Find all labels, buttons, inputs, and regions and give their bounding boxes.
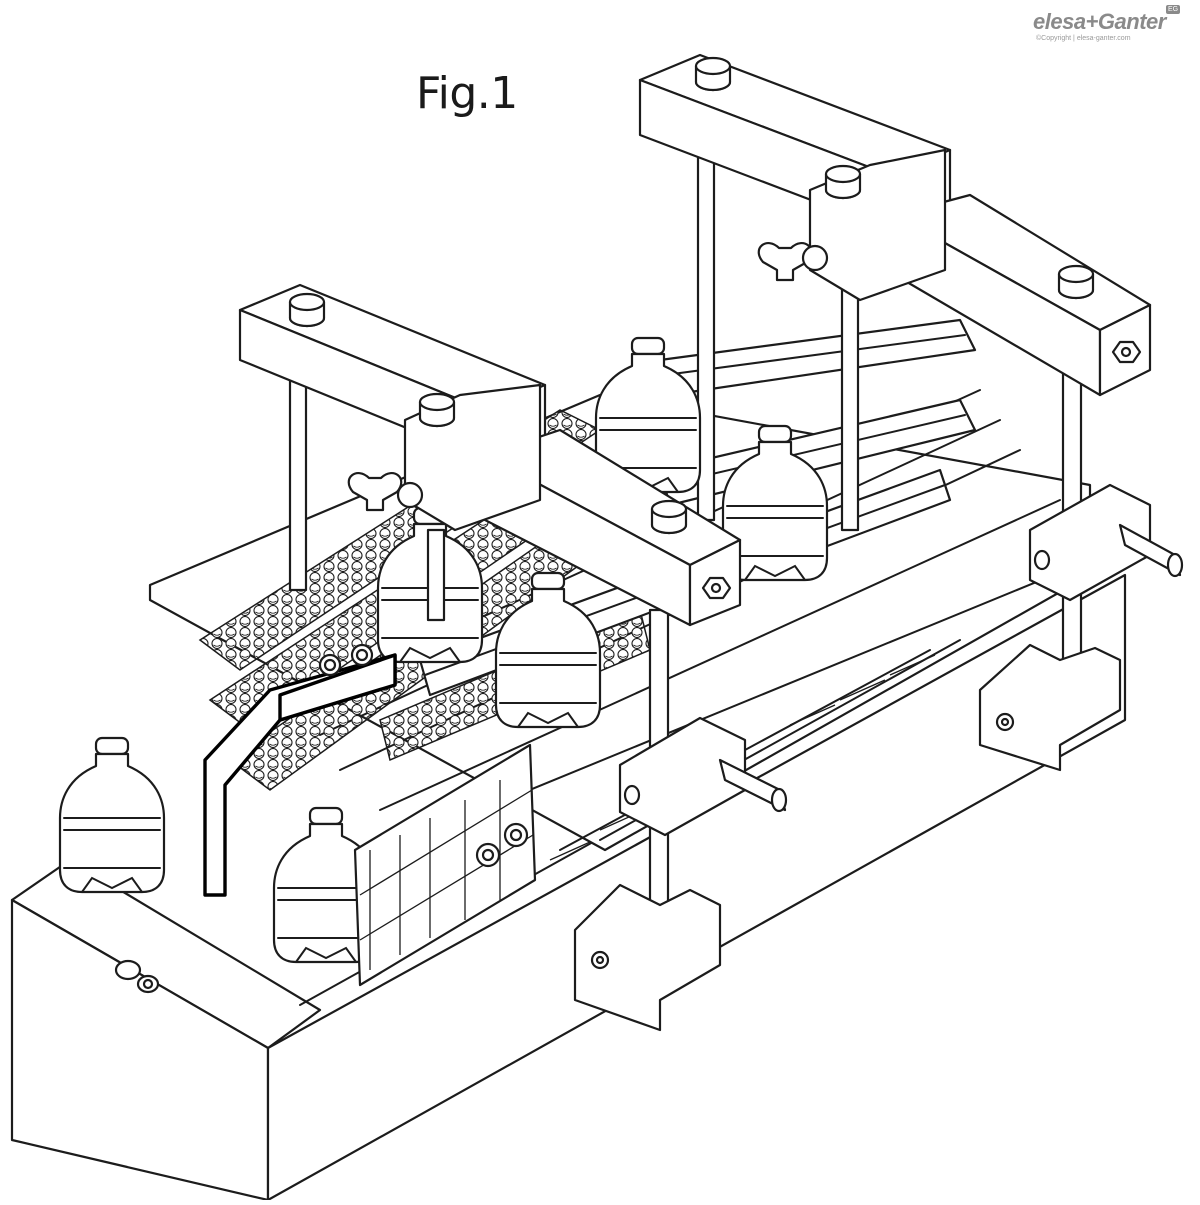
figure-title: Fig.1 xyxy=(416,68,518,119)
brand-logo: elesa+Ganter EG ©Copyright | elesa-gante… xyxy=(1033,5,1193,49)
clamp-blocks xyxy=(618,483,1184,837)
base-plate xyxy=(10,559,1127,1202)
grid-guard xyxy=(353,743,537,987)
brand-badge: EG xyxy=(1166,5,1181,14)
mounting-feet xyxy=(573,643,1122,1032)
rear-columns xyxy=(288,138,860,592)
divider-blade xyxy=(203,643,397,897)
brand-name: elesa+Ganter xyxy=(1033,9,1166,34)
brand-copyright: ©Copyright | elesa-ganter.com xyxy=(1036,35,1131,42)
caps xyxy=(288,56,1095,535)
clamp-knobs xyxy=(347,241,829,512)
adjust-screw xyxy=(114,959,160,994)
